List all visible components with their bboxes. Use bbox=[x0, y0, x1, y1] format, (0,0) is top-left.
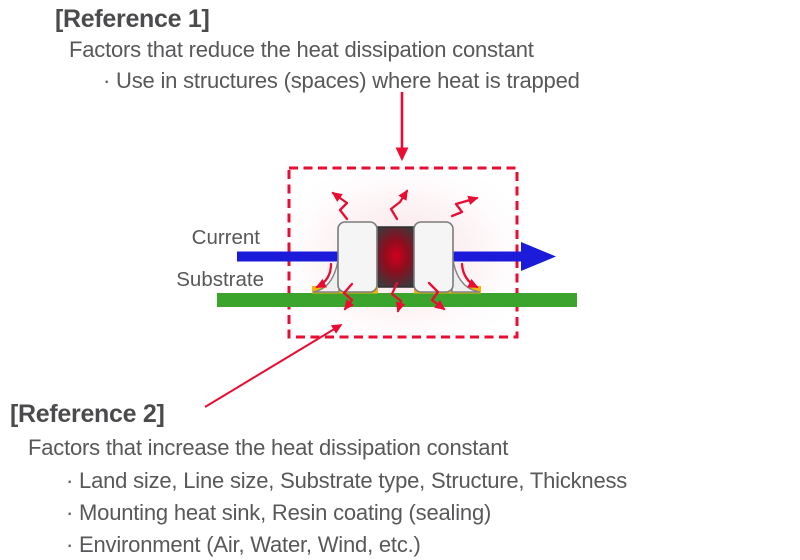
heat-arrow-top-right bbox=[450, 195, 479, 218]
heat-arrow-top-center bbox=[389, 189, 409, 221]
reference2-bullet: · Land size, Line size, Substrate type, … bbox=[66, 468, 628, 493]
reference2-bullet-list: · Land size, Line size, Substrate type, … bbox=[66, 466, 627, 560]
resistor-body bbox=[372, 226, 420, 288]
heat-arrow-bottom-left bbox=[342, 282, 355, 311]
reference1-subtitle: Factors that reduce the heat dissipation… bbox=[69, 37, 534, 62]
heat-arrow-top-left bbox=[331, 191, 349, 221]
reference1-title: [Reference 1] bbox=[55, 5, 210, 33]
reference2-bullet: · Environment (Air, Water, Wind, etc.) bbox=[66, 532, 421, 557]
heat-arrow-bottom-right bbox=[427, 281, 446, 311]
current-label: Current bbox=[192, 226, 261, 249]
heat-arrow-side-right bbox=[460, 262, 479, 289]
reference2-title: [Reference 2] bbox=[10, 400, 165, 428]
heat-arrow-bottom-center bbox=[390, 281, 406, 313]
reference2-subtitle: Factors that increase the heat dissipati… bbox=[28, 435, 509, 460]
reference2-pointer-arrow bbox=[204, 324, 343, 408]
terminal-right bbox=[413, 221, 454, 293]
reference1-bullet: · Use in structures (spaces) where heat … bbox=[103, 68, 580, 93]
substrate-label: Substrate bbox=[176, 268, 264, 291]
reference2-bullet: · Mounting heat sink, Resin coating (sea… bbox=[66, 500, 492, 525]
substrate-bar bbox=[217, 293, 577, 307]
heat-arrow-side-left bbox=[315, 262, 333, 289]
terminal-left bbox=[337, 221, 378, 293]
